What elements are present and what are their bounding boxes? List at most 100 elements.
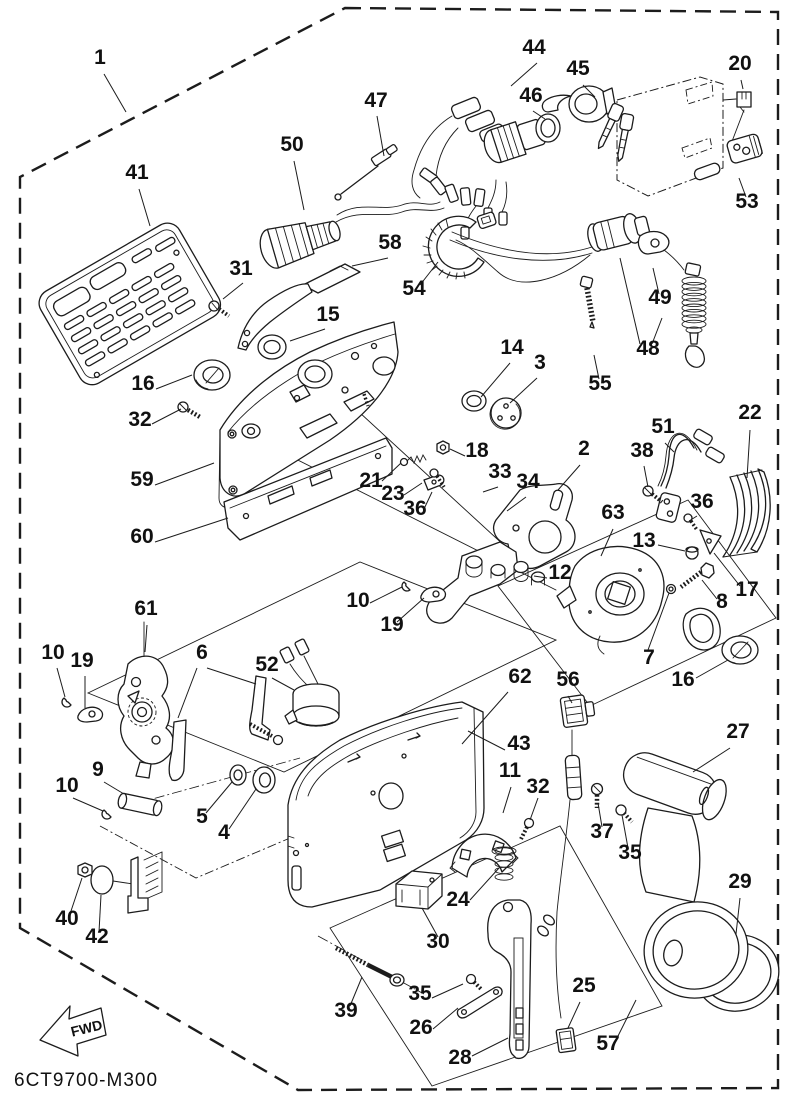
- callout-9[interactable]: 9: [92, 758, 104, 781]
- callout-39[interactable]: 39: [334, 999, 357, 1022]
- callout-43[interactable]: 43: [507, 732, 530, 755]
- callout-8[interactable]: 8: [716, 590, 728, 613]
- callout-14[interactable]: 14: [500, 336, 524, 359]
- part-pin-9: [117, 792, 163, 817]
- callout-60[interactable]: 60: [130, 525, 153, 548]
- callout-15[interactable]: 15: [316, 303, 340, 326]
- callout-22[interactable]: 22: [738, 401, 761, 424]
- callout-36-2[interactable]: 36: [690, 490, 713, 513]
- callout-59[interactable]: 59: [130, 468, 153, 491]
- callout-26[interactable]: 26: [409, 1016, 432, 1039]
- callout-40[interactable]: 40: [55, 907, 78, 930]
- callout-19[interactable]: 19: [380, 613, 403, 636]
- callout-56[interactable]: 56: [556, 668, 579, 691]
- callout-16-2[interactable]: 16: [671, 668, 694, 691]
- callout-5[interactable]: 5: [196, 805, 208, 828]
- part-lanyard-48: [449, 213, 707, 368]
- part-grille-41: [38, 222, 222, 386]
- part-leaf-stack-22: [722, 468, 771, 558]
- callout-19-2[interactable]: 19: [70, 649, 93, 672]
- callout-16[interactable]: 16: [131, 372, 154, 395]
- part-clip-10b: [61, 697, 72, 708]
- part-screw-35a: [615, 804, 634, 824]
- part-clip-10a: [401, 581, 411, 592]
- callout-18[interactable]: 18: [465, 439, 489, 462]
- part-disc-42: [90, 865, 134, 895]
- callout-6[interactable]: 6: [196, 641, 208, 664]
- callout-48[interactable]: 48: [636, 337, 660, 360]
- part-lever-31: [208, 283, 313, 351]
- part-clip-20: [736, 91, 752, 113]
- callout-17[interactable]: 17: [735, 578, 758, 601]
- callout-23[interactable]: 23: [381, 482, 404, 505]
- callout-49[interactable]: 49: [648, 286, 671, 309]
- part-strip-26: [456, 986, 503, 1019]
- callout-63[interactable]: 63: [601, 501, 624, 524]
- callout-29[interactable]: 29: [728, 870, 751, 893]
- callout-28[interactable]: 28: [448, 1046, 472, 1069]
- callout-38[interactable]: 38: [630, 439, 654, 462]
- callout-10[interactable]: 10: [346, 589, 369, 612]
- callout-55[interactable]: 55: [588, 372, 612, 395]
- callout-53[interactable]: 53: [735, 190, 758, 213]
- callout-62[interactable]: 62: [508, 665, 531, 688]
- part-screw-35b: [465, 973, 483, 991]
- callout-30[interactable]: 30: [426, 930, 449, 953]
- part-bolt-39: [317, 935, 425, 995]
- callout-10-2[interactable]: 10: [41, 641, 64, 664]
- callout-27[interactable]: 27: [726, 720, 749, 743]
- part-box-30: [395, 870, 443, 910]
- callout-57[interactable]: 57: [596, 1032, 619, 1055]
- callout-44[interactable]: 44: [522, 36, 546, 59]
- part-horn-52: [279, 638, 340, 727]
- part-disc-3: [489, 397, 522, 430]
- callout-2[interactable]: 2: [578, 437, 590, 460]
- callout-52[interactable]: 52: [255, 653, 278, 676]
- part-grommet-16a: [193, 359, 231, 391]
- callout-3[interactable]: 3: [534, 351, 546, 374]
- callout-35-2[interactable]: 35: [408, 982, 432, 1005]
- part-arch-11: [449, 833, 519, 878]
- callout-10-3[interactable]: 10: [55, 774, 78, 797]
- callout-41[interactable]: 41: [125, 161, 149, 184]
- callout-4[interactable]: 4: [218, 821, 230, 844]
- callout-34[interactable]: 34: [516, 470, 540, 493]
- part-spring-screw-21: [399, 454, 427, 467]
- part-hook-23: [423, 474, 445, 491]
- callout-51[interactable]: 51: [651, 415, 675, 438]
- part-link-19b: [77, 706, 104, 723]
- fwd-arrow-icon: FWD: [39, 1005, 107, 1057]
- callout-47[interactable]: 47: [364, 89, 387, 112]
- callout-32[interactable]: 32: [128, 408, 151, 431]
- part-washer-5: [229, 764, 247, 786]
- callout-37[interactable]: 37: [590, 820, 613, 843]
- callout-13[interactable]: 13: [632, 529, 655, 552]
- callout-33[interactable]: 33: [488, 460, 511, 483]
- part-screw-36a: [429, 468, 446, 488]
- part-nut-40: [77, 862, 93, 878]
- callout-46[interactable]: 46: [519, 84, 542, 107]
- callout-31[interactable]: 31: [229, 257, 253, 280]
- callout-58[interactable]: 58: [378, 231, 402, 254]
- callout-1[interactable]: 1: [94, 46, 106, 69]
- callout-12[interactable]: 12: [548, 561, 571, 584]
- callout-45[interactable]: 45: [566, 57, 590, 80]
- callout-20[interactable]: 20: [728, 52, 751, 75]
- callout-7[interactable]: 7: [643, 646, 655, 669]
- callout-32-2[interactable]: 32: [526, 775, 549, 798]
- callout-25[interactable]: 25: [572, 974, 596, 997]
- callout-21[interactable]: 21: [359, 469, 383, 492]
- callout-42[interactable]: 42: [85, 925, 108, 948]
- callout-50[interactable]: 50: [280, 133, 303, 156]
- part-spring-24: [491, 846, 517, 881]
- callout-24[interactable]: 24: [446, 888, 470, 911]
- callout-54[interactable]: 54: [402, 277, 426, 300]
- callout-61[interactable]: 61: [134, 597, 158, 620]
- callout-36[interactable]: 36: [403, 497, 426, 520]
- callout-35[interactable]: 35: [618, 841, 642, 864]
- part-key-switch-45: [541, 85, 635, 162]
- callout-11[interactable]: 11: [499, 759, 522, 782]
- part-lever-57: [638, 807, 749, 999]
